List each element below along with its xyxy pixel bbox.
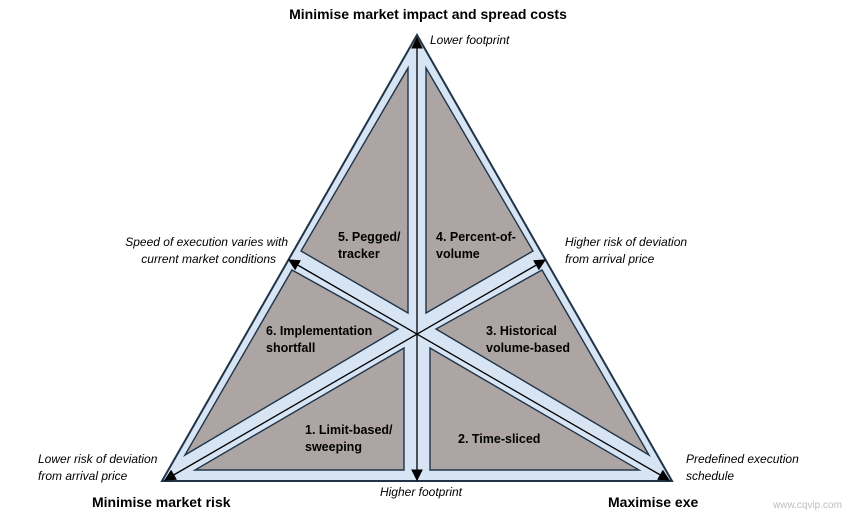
note-speed-line-1: Speed of execution varies with — [125, 235, 288, 249]
label-time-sliced: 2. Time-sliced — [458, 432, 540, 446]
label-is-line-1: 6. Implementation — [266, 324, 372, 338]
note-higher-risk-line-1: Higher risk of deviation — [565, 235, 687, 249]
label-pov-line-2: volume — [436, 247, 480, 261]
arrow-right-diagonal — [287, 259, 671, 481]
label-hist-line-1: 3. Historical — [486, 324, 557, 338]
note-predefined-line-2: schedule — [686, 469, 734, 483]
note-speed-line-2: current market conditions — [141, 252, 276, 266]
label-limit-line-1: 1. Limit-based/ — [305, 423, 393, 437]
title-bottom-left: Minimise market risk — [92, 494, 231, 510]
title-bottom-right: Maximise exe — [608, 494, 698, 510]
label-pov-line-1: 4. Percent-of- — [436, 230, 516, 244]
note-lower-risk-line-2: from arrival price — [38, 469, 128, 483]
title-top: Minimise market impact and spread costs — [289, 6, 567, 22]
note-lower-risk-line-1: Lower risk of deviation — [38, 452, 158, 466]
note-predefined-line-1: Predefined execution — [686, 452, 799, 466]
note-higher-risk-line-2: from arrival price — [565, 252, 655, 266]
watermark: www.cqvip.com — [772, 500, 842, 511]
label-pegged-line-1: 5. Pegged/ — [338, 230, 401, 244]
label-pegged-line-2: tracker — [338, 247, 380, 261]
note-higher-footprint: Higher footprint — [380, 485, 463, 499]
note-lower-footprint: Lower footprint — [430, 33, 510, 47]
label-hist-line-2: volume-based — [486, 341, 570, 355]
label-is-line-2: shortfall — [266, 341, 315, 355]
label-limit-line-2: sweeping — [305, 440, 362, 454]
